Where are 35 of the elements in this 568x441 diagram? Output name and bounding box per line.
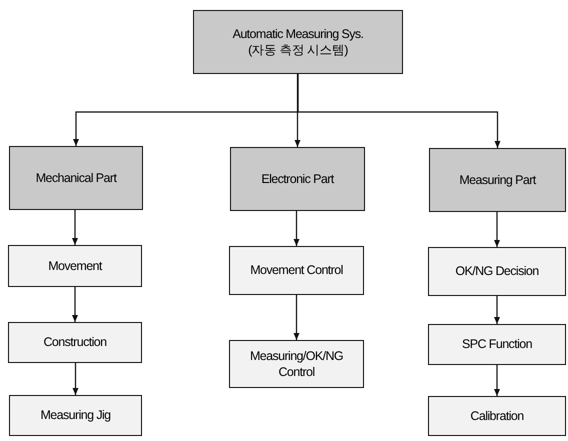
process-box — [229, 340, 364, 388]
box-title: Movement — [48, 258, 102, 274]
arrow — [72, 363, 78, 395]
box-title: Calibration — [470, 408, 524, 424]
category-box — [230, 147, 365, 211]
arrow — [294, 211, 300, 246]
process-box — [229, 246, 364, 295]
category-box — [193, 10, 403, 74]
box-subtitle: (자동 측정 시스템) — [248, 42, 348, 58]
arrow — [294, 295, 300, 340]
box-title: Electronic Part — [261, 170, 334, 188]
process-box — [428, 247, 566, 296]
box-title: OK/NG Decision — [455, 263, 539, 280]
box-title: Measuring Part — [459, 172, 536, 188]
box-title: Mechanical Part — [36, 170, 116, 186]
process-box — [8, 245, 142, 287]
box-title: Movement Control — [250, 262, 343, 279]
arrow — [297, 74, 500, 148]
category-box — [429, 148, 566, 212]
box-title: SPC Function — [462, 336, 532, 353]
box-title: Automatic Measuring Sys. — [232, 26, 364, 42]
arrow — [72, 210, 78, 245]
arrow — [294, 74, 300, 147]
arrow — [494, 212, 500, 247]
arrow — [72, 287, 78, 322]
process-box — [8, 322, 142, 363]
arrow — [494, 365, 500, 396]
category-box — [9, 146, 143, 210]
box-title: Measuring/OK/NG Control — [248, 348, 344, 380]
process-box — [9, 395, 142, 436]
process-box — [428, 324, 566, 365]
process-box — [428, 396, 566, 436]
box-title: Construction — [44, 334, 106, 351]
arrow — [494, 296, 500, 324]
box-title: Measuring Jig — [40, 407, 110, 424]
